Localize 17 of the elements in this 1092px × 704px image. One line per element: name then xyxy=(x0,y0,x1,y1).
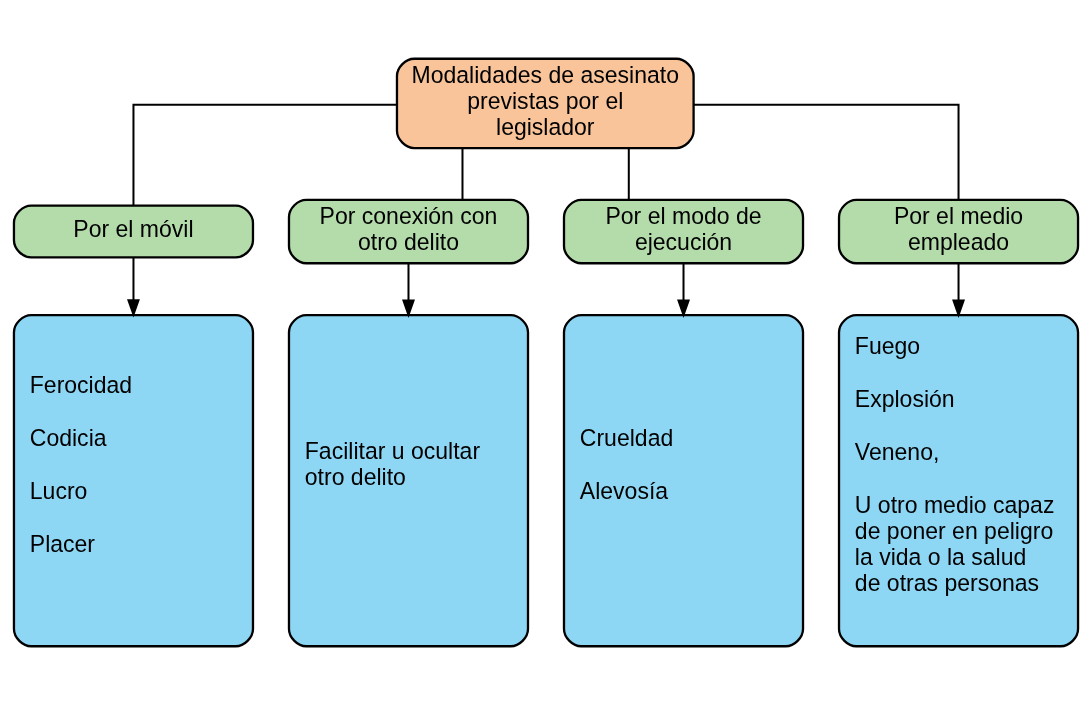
node-box: Por conexión con otro delito xyxy=(287,198,530,264)
connector xyxy=(627,147,630,200)
connector xyxy=(461,147,464,200)
node-box: Fuego Explosión Veneno, U otro medio capaz de poner en peligro la vida o la salud de otras personas xyxy=(837,313,1080,647)
arrow xyxy=(952,263,965,318)
arrow xyxy=(127,257,140,318)
connector xyxy=(693,103,960,200)
arrow xyxy=(677,263,690,318)
node-box: Facilitar u ocultar otro delito xyxy=(287,313,530,647)
node-box: Por el modo de ejecución xyxy=(562,198,805,264)
node-box: Modalidades de asesinato previstas por el legislador xyxy=(395,57,695,149)
arrow xyxy=(402,263,415,318)
connector xyxy=(132,103,397,205)
node-box: Crueldad Alevosía xyxy=(562,313,805,647)
node-box: Ferocidad Codicia Lucro Placer xyxy=(12,313,255,647)
node-box: Por el medio empleado xyxy=(837,198,1080,264)
node-box: Por el móvil xyxy=(12,204,255,259)
